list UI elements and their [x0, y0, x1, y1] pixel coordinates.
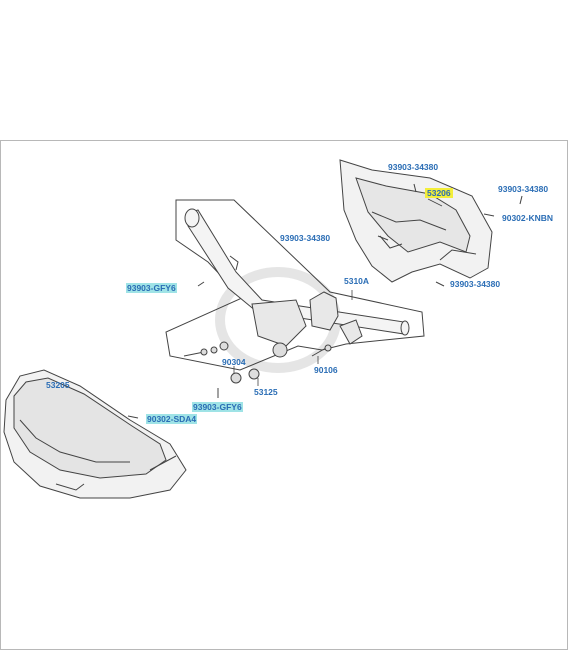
part-label-93903-GFY6-upper: 93903-GFY6 — [126, 283, 177, 293]
rear-handlebar-cover — [339, 159, 493, 283]
part-label-90106: 90106 — [314, 365, 338, 375]
fasteners — [75, 183, 523, 419]
front-handlebar-cover — [3, 369, 187, 499]
part-label-93903-GFY6-lower: 93903-GFY6 — [192, 402, 243, 412]
part-label-90304: 90304 — [222, 357, 246, 367]
handlebar-tube — [184, 208, 410, 358]
part-label-93903-34380-left: 93903-34380 — [280, 233, 331, 243]
part-label-93903-34380-right: 93903-34380 — [498, 184, 549, 194]
part-label-93903-34380-top: 93903-34380 — [388, 162, 439, 172]
part-label-53125: 53125 — [254, 387, 278, 397]
part-label-90302-SDA4: 90302-SDA4 — [146, 414, 198, 424]
part-label-90302-KNBN: 90302-KNBN — [502, 213, 554, 223]
part-label-53205: 53205 — [46, 380, 70, 390]
part-label-5310A: 5310A — [344, 276, 370, 286]
diagram-frame — [0, 140, 568, 650]
part-label-93903-34380-bottom: 93903-34380 — [450, 279, 501, 289]
part-label-53206: 53206 — [425, 188, 453, 198]
